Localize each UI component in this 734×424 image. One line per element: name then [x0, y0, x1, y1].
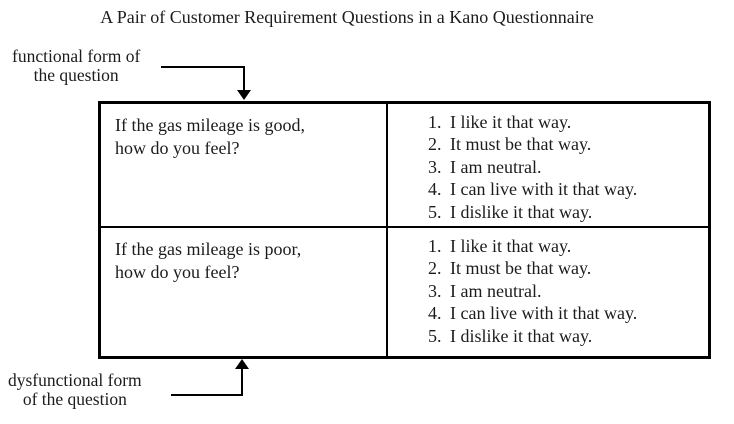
- option-number: 1.: [428, 112, 442, 132]
- option-item: 2. It must be that way.: [428, 257, 704, 279]
- option-item: 2. It must be that way.: [428, 133, 704, 155]
- option-item: 1. I like it that way.: [428, 111, 704, 133]
- kano-table: If the gas mileage is good, how do you f…: [98, 101, 711, 359]
- option-text: I dislike it that way.: [450, 325, 593, 346]
- option-item: 3. I am neutral.: [428, 280, 704, 302]
- functional-question-line2: how do you feel?: [115, 138, 240, 158]
- option-number: 3.: [428, 280, 442, 301]
- dysfunctional-question-line1: If the gas mileage is poor,: [115, 239, 302, 259]
- dysfunctional-question-cell: If the gas mileage is poor, how do you f…: [101, 228, 388, 356]
- arrow-down-icon: [237, 90, 251, 100]
- option-text: I am neutral.: [450, 156, 542, 177]
- option-number: 2.: [428, 134, 442, 155]
- option-text: I can live with it that way.: [450, 179, 638, 200]
- dysfunctional-form-label-line2: of the question: [22, 389, 127, 409]
- functional-connector-vline: [243, 66, 245, 90]
- option-text: I like it that way.: [450, 112, 572, 132]
- option-text: It must be that way.: [450, 258, 592, 279]
- option-item: 4. I can live with it that way.: [428, 302, 704, 324]
- figure-title: A Pair of Customer Requirement Questions…: [100, 7, 594, 27]
- option-item: 4. I can live with it that way.: [428, 178, 704, 200]
- option-item: 1. I like it that way.: [428, 235, 704, 257]
- option-text: I can live with it that way.: [450, 303, 638, 324]
- dysfunctional-form-label: dysfunctional form of the question: [8, 371, 142, 409]
- option-number: 3.: [428, 156, 442, 177]
- option-number: 5.: [428, 325, 442, 346]
- dysfunctional-connector-hline: [171, 394, 243, 396]
- functional-question-cell: If the gas mileage is good, how do you f…: [101, 104, 388, 228]
- option-number: 5.: [428, 201, 442, 222]
- option-item: 3. I am neutral.: [428, 156, 704, 178]
- functional-form-label-line1: functional form of: [12, 46, 141, 66]
- option-text: I like it that way.: [450, 236, 572, 256]
- option-number: 1.: [428, 236, 442, 256]
- arrow-up-icon: [235, 359, 249, 369]
- functional-connector-hline: [161, 66, 245, 68]
- dysfunctional-question-line2: how do you feel?: [115, 262, 240, 282]
- functional-question-line1: If the gas mileage is good,: [115, 115, 305, 135]
- option-text: It must be that way.: [450, 134, 592, 155]
- option-number: 2.: [428, 258, 442, 279]
- functional-form-label-line2: the question: [33, 65, 119, 85]
- dysfunctional-connector-vline: [241, 368, 243, 396]
- option-number: 4.: [428, 303, 442, 324]
- option-item: 5. I dislike it that way.: [428, 325, 704, 347]
- dysfunctional-options-cell: 1. I like it that way. 2. It must be tha…: [388, 228, 708, 356]
- functional-options-cell: 1. I like it that way. 2. It must be tha…: [388, 104, 708, 228]
- option-text: I dislike it that way.: [450, 201, 593, 222]
- dysfunctional-form-label-line1: dysfunctional form: [8, 370, 142, 390]
- option-number: 4.: [428, 179, 442, 200]
- option-text: I am neutral.: [450, 280, 542, 301]
- option-item: 5. I dislike it that way.: [428, 201, 704, 223]
- functional-form-label: functional form of the question: [12, 47, 140, 85]
